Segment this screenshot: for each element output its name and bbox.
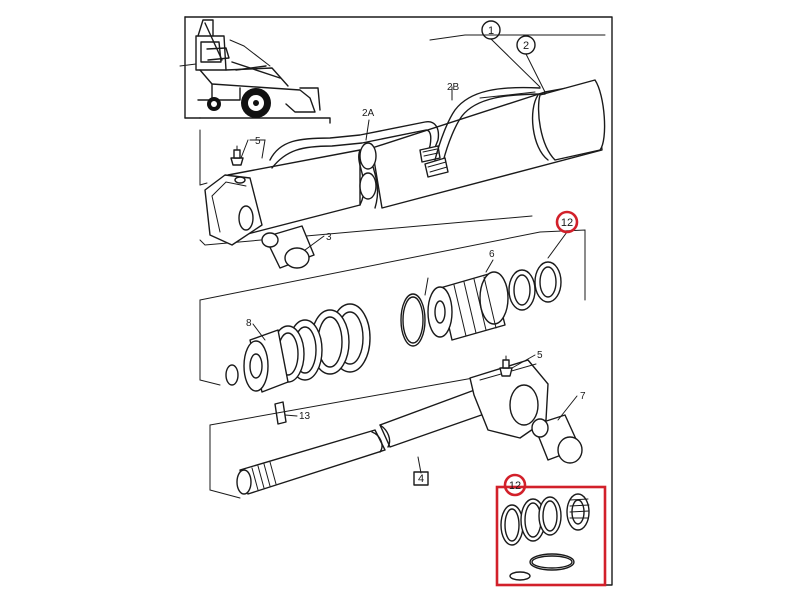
piston-6 bbox=[427, 271, 509, 341]
backhoe-loader-icon bbox=[179, 19, 321, 118]
callout-4: 4 bbox=[413, 471, 429, 486]
callout-12-kit-label: 12 bbox=[509, 480, 521, 492]
barrel-panel-outline bbox=[199, 34, 606, 246]
callout-7-label: 7 bbox=[580, 391, 586, 402]
callout-5-top-label: 5 bbox=[255, 136, 261, 147]
leader-lines bbox=[240, 38, 578, 474]
callout-13-label: 13 bbox=[299, 411, 311, 422]
set-screw-13 bbox=[274, 401, 287, 425]
o-ring-large bbox=[400, 293, 426, 347]
callout-3-label: 3 bbox=[326, 232, 332, 243]
bushing-3 bbox=[261, 225, 315, 269]
callout-2-label: 2 bbox=[523, 40, 529, 52]
callout-2b-label: 2B bbox=[447, 82, 460, 93]
callout-12-top-label: 12 bbox=[561, 217, 573, 229]
callout-1: 1 bbox=[481, 20, 501, 40]
grease-fitting-rod bbox=[499, 355, 513, 377]
bushing-7 bbox=[531, 414, 583, 464]
hydraulic-tube-2b bbox=[424, 86, 546, 178]
wiper-ring bbox=[225, 364, 239, 386]
callout-4-label: 4 bbox=[418, 473, 424, 485]
callout-12-kit-highlight bbox=[503, 473, 527, 497]
rod-panel-outline bbox=[209, 374, 491, 499]
seal-kit-box bbox=[495, 485, 607, 587]
callout-12-kit: 12 bbox=[503, 473, 527, 497]
callout-6-label: 6 bbox=[489, 249, 495, 260]
callout-1-label: 1 bbox=[488, 25, 494, 37]
callout-12-top-highlight bbox=[555, 210, 579, 234]
callout-8-label: 8 bbox=[246, 318, 252, 329]
callout-5-rod-label: 5 bbox=[537, 350, 543, 361]
callout-2: 2 bbox=[516, 35, 536, 55]
rod-guide-8 bbox=[243, 303, 371, 393]
callout-2a-label: 2A bbox=[362, 108, 375, 119]
piston-rod-4 bbox=[236, 387, 491, 495]
seal-kit-highlight-box bbox=[495, 485, 607, 587]
seal-rings-12-top bbox=[508, 261, 562, 311]
grease-fitting-top bbox=[230, 145, 244, 166]
callout-12-top: 12 bbox=[555, 210, 579, 234]
